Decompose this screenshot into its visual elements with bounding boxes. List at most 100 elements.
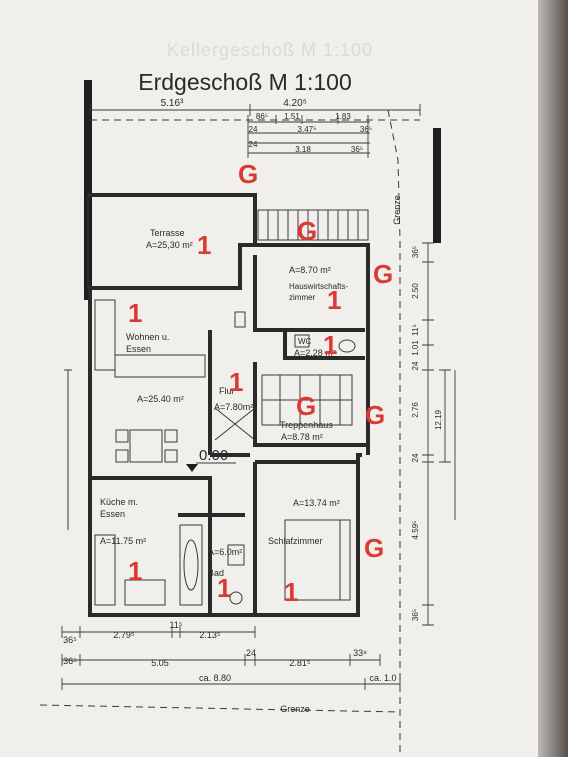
marker-1-flur: 1 bbox=[229, 367, 243, 397]
dim-right-1219: 12.19 bbox=[434, 409, 443, 430]
dim-line-right-outer bbox=[439, 369, 456, 520]
kueche-area: A=11.75 m² bbox=[100, 536, 146, 546]
grenze-line-bottom bbox=[39, 704, 401, 713]
schlafzimmer-name: Schlafzimmer bbox=[268, 536, 323, 546]
dim-right-24a: 24 bbox=[411, 361, 420, 370]
marker-1-terrasse: 1 bbox=[197, 230, 211, 260]
terrace-stairs bbox=[257, 209, 369, 241]
kitchen-furniture bbox=[94, 534, 166, 606]
dim-right-24b: 24 bbox=[411, 453, 420, 462]
dim-top-865: 86⁵ bbox=[256, 112, 268, 121]
boundary-bar-right bbox=[433, 128, 441, 243]
dim-bottom1-365: 36⁵ bbox=[63, 635, 77, 645]
level-mark-text: 0.00 bbox=[199, 447, 228, 464]
dim-right-250: 2.50 bbox=[411, 283, 420, 299]
wc-fixtures bbox=[294, 334, 356, 353]
boundary-bar-left bbox=[84, 80, 92, 300]
dim-bottom1-2795: 2.79⁵ bbox=[113, 630, 135, 640]
dim-right-101: 1.01 bbox=[411, 340, 420, 356]
marker-1-schlafzimmer: 1 bbox=[284, 577, 298, 607]
wc-name: WC bbox=[298, 337, 312, 346]
dim-top-4205: 4.20⁵ bbox=[283, 98, 307, 109]
ghost-title: Kellergeschoß M 1:100 bbox=[166, 40, 374, 60]
hauswirtschaft-name1: Hauswirtschafts- bbox=[289, 282, 348, 291]
flur-area: A=7.80m² bbox=[214, 402, 253, 412]
living-furniture bbox=[94, 299, 246, 463]
bad-name: Bad bbox=[208, 568, 224, 578]
treppenhaus-name: Treppenhaus bbox=[280, 420, 333, 430]
dim-bottom1-2135: 2.13⁵ bbox=[199, 630, 221, 640]
bad-area: A=6.0m² bbox=[208, 547, 242, 557]
dim-top-318: 3.18 bbox=[295, 145, 311, 154]
dim-line-bottom2 bbox=[61, 654, 381, 666]
marker-g-treppenhaus: G bbox=[296, 391, 316, 421]
outer-wall-west-south bbox=[88, 193, 362, 617]
outer-wall-east bbox=[255, 243, 370, 455]
dim-top-24a: 24 bbox=[249, 125, 258, 134]
wall-schlafzimmer bbox=[253, 460, 358, 615]
flur-name: Flur bbox=[219, 386, 235, 396]
bed bbox=[284, 519, 351, 601]
schlafzimmer-area: A=13.74 m² bbox=[293, 498, 340, 508]
dim-top-183: 1.83 bbox=[335, 112, 351, 121]
page-edge-shadow bbox=[538, 0, 568, 757]
dim-top-516: 5.16³ bbox=[161, 98, 184, 109]
dim-bottom2-505: 5.05 bbox=[151, 658, 169, 668]
dim-right-115: 11⁵ bbox=[411, 324, 420, 336]
stair-fixture bbox=[214, 374, 353, 441]
level-marker-icon bbox=[186, 464, 198, 472]
marker-1-kueche: 1 bbox=[128, 556, 142, 586]
grenze-label-bottom: Grenze bbox=[280, 704, 310, 714]
dim-bottom2-2815: 2.81⁵ bbox=[289, 658, 311, 668]
marker-1-bad: 1 bbox=[217, 573, 231, 603]
dim-bottom1-115: 11⁵ bbox=[169, 620, 182, 630]
wall-wc bbox=[283, 330, 365, 360]
dim-bottom2-24: 24 bbox=[246, 648, 256, 658]
dim-top-365a: 36⁵ bbox=[360, 125, 372, 134]
dim-right-4595: 4.59⁵ bbox=[411, 521, 420, 540]
dim-line-bottom3 bbox=[61, 678, 401, 690]
wohnen-name2: Essen bbox=[126, 344, 151, 354]
marker-g-right: G bbox=[365, 400, 385, 430]
dim-top-3475: 3.47⁵ bbox=[298, 125, 317, 134]
wall-kueche bbox=[90, 476, 212, 615]
dim-right-365a: 36⁵ bbox=[411, 246, 420, 258]
bath-fixtures bbox=[179, 524, 245, 606]
dim-line-top1 bbox=[89, 104, 421, 116]
grenze-label-right: Grenze bbox=[392, 195, 402, 225]
marker-g-terrace: G bbox=[297, 216, 317, 246]
marker-g-hauswirtschaft: G bbox=[373, 259, 393, 289]
wall-treppenhaus bbox=[253, 362, 368, 447]
treppenhaus-area: A=8.78 m² bbox=[281, 432, 323, 442]
grenze-line-right bbox=[387, 109, 401, 757]
wall-hauswirtschaft bbox=[253, 255, 365, 332]
wall-flur-west bbox=[208, 330, 250, 457]
dim-bottom3-880: ca. 8.80 bbox=[199, 673, 231, 683]
dim-lines-top-detail bbox=[247, 115, 370, 158]
dim-line-right bbox=[422, 242, 434, 626]
dim-right-276: 2.76 bbox=[411, 402, 420, 418]
terrasse-area: A=25,30 m² bbox=[146, 240, 193, 250]
marker-g-top: G bbox=[238, 159, 258, 189]
dim-bottom2-365: 36⁵ bbox=[63, 656, 77, 666]
hauswirtschaft-area: A=8.70 m² bbox=[289, 265, 331, 275]
dim-bottom2-338: 33⁸ bbox=[353, 648, 367, 658]
dim-right-365b: 36⁵ bbox=[411, 609, 420, 621]
wohnen-name1: Wohnen u. bbox=[126, 332, 169, 342]
terrasse-name: Terrasse bbox=[150, 228, 185, 238]
marker-1-hauswirtschaft: 1 bbox=[327, 285, 341, 315]
dim-top-365b: 36⁵ bbox=[351, 145, 363, 154]
marker-1-wohnen: 1 bbox=[128, 298, 142, 328]
wc-area: A=2,28 m² bbox=[294, 348, 336, 358]
kueche-name2: Essen bbox=[100, 509, 125, 519]
kueche-name1: Küche m. bbox=[100, 497, 138, 507]
dim-top-24b: 24 bbox=[249, 140, 258, 149]
plan-title: Erdgeschoß M 1:100 bbox=[138, 69, 352, 95]
marker-1-wc: 1 bbox=[323, 330, 337, 360]
dim-bottom3-10: ca. 1.0 bbox=[369, 673, 396, 683]
hauswirtschaft-name2: zimmer bbox=[289, 293, 316, 302]
wohnen-area: A=25.40 m² bbox=[137, 394, 184, 404]
left-edge-line bbox=[64, 369, 72, 530]
